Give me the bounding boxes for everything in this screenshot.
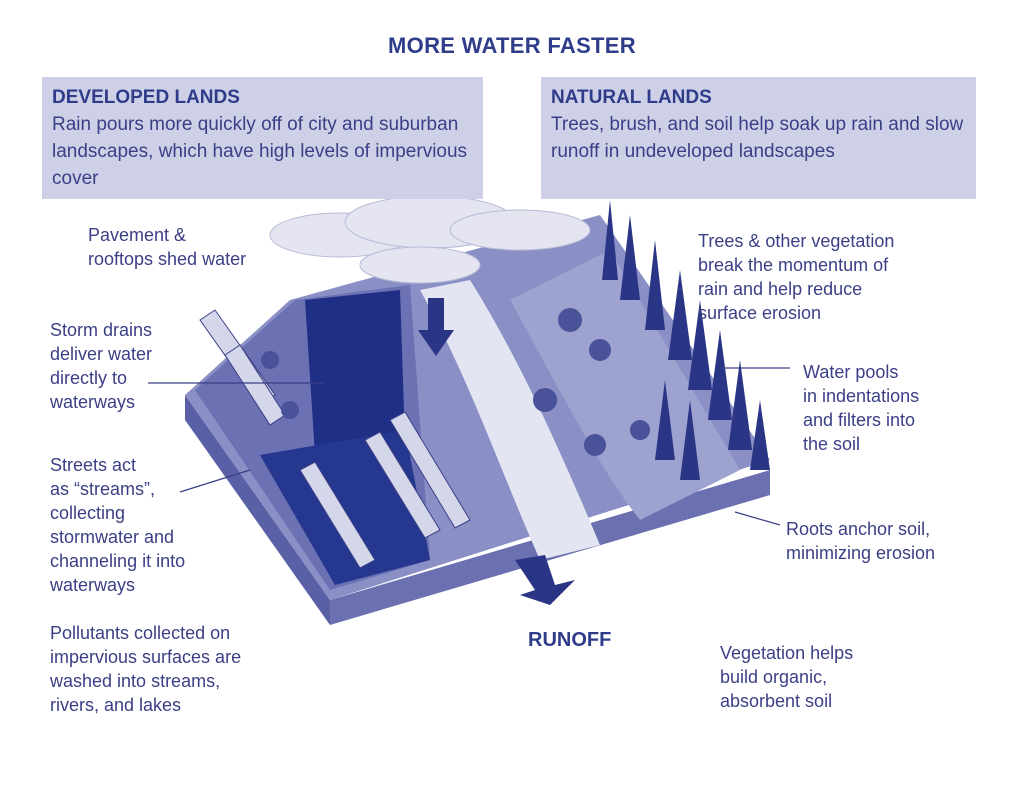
label-roots: Roots anchor soil, minimizing erosion (786, 517, 935, 565)
label-pavement: Pavement & rooftops shed water (88, 223, 246, 271)
label-trees: Trees & other vegetation break the momen… (698, 229, 894, 325)
natural-lands-panel: NATURAL LANDS Trees, brush, and soil hel… (541, 77, 976, 199)
label-pollutants: Pollutants collected on impervious surfa… (50, 621, 241, 717)
natural-heading: NATURAL LANDS (551, 87, 976, 109)
label-runoff: RUNOFF (528, 629, 611, 652)
diagram-title: MORE WATER FASTER (0, 33, 1024, 59)
label-vegetation: Vegetation helps build organic, absorben… (720, 641, 853, 713)
storm-channel (305, 290, 405, 455)
label-storm-drains: Storm drains deliver water directly to w… (50, 318, 152, 414)
label-streets: Streets act as “streams”, collecting sto… (50, 453, 185, 597)
runoff-arrow (515, 555, 575, 605)
natural-body: Trees, brush, and soil help soak up rain… (551, 111, 968, 165)
label-water-pools: Water pools in indentations and filters … (803, 360, 919, 456)
developed-body: Rain pours more quickly off of city and … (52, 111, 475, 192)
developed-lands-panel: DEVELOPED LANDS Rain pours more quickly … (42, 77, 483, 199)
developed-heading: DEVELOPED LANDS (52, 87, 483, 109)
